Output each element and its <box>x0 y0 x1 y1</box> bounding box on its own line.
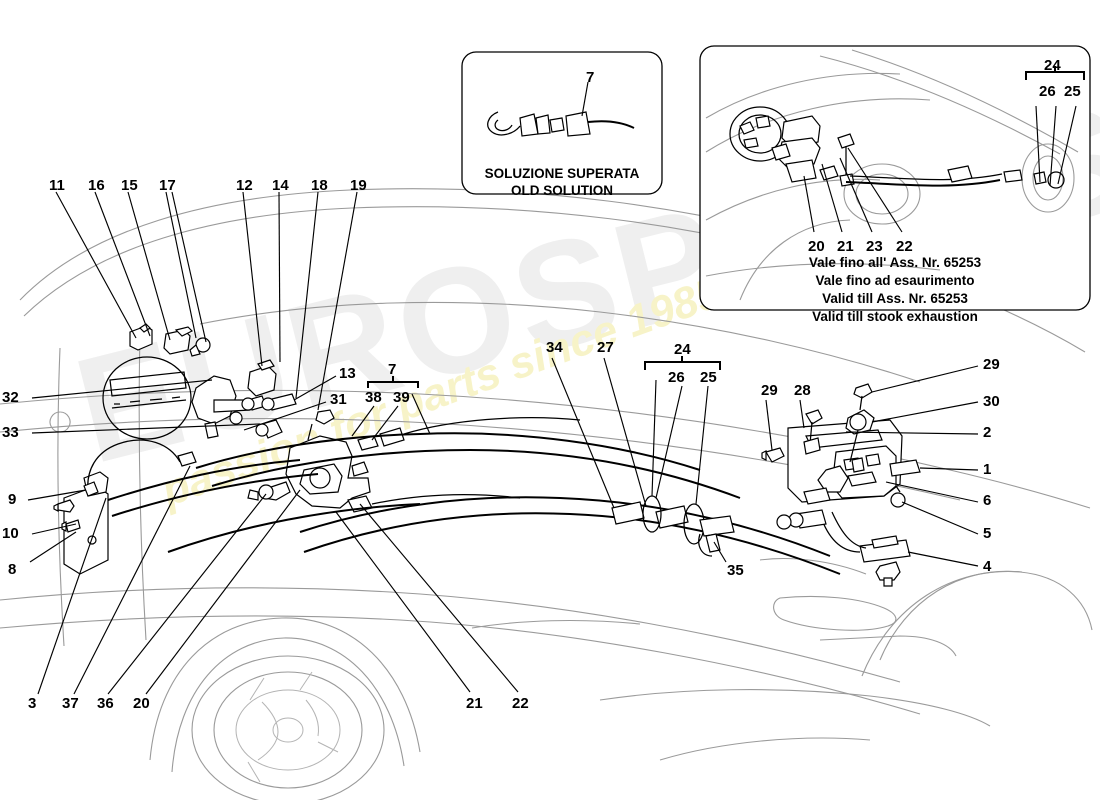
bracket-label-24: 24 <box>674 341 691 358</box>
callout-20-bottom: 20 <box>133 695 150 712</box>
callout-6: 6 <box>983 492 992 509</box>
callout-22-bottom: 22 <box>512 695 529 712</box>
inset-valid-till <box>699 45 1091 311</box>
callout-3: 3 <box>28 695 37 712</box>
callout-8: 8 <box>8 561 17 578</box>
inset-old-solution <box>461 51 663 195</box>
callout-37: 37 <box>62 695 79 712</box>
bracket-label-7: 7 <box>388 361 397 378</box>
callout-36: 36 <box>97 695 114 712</box>
callout-18: 18 <box>311 177 328 194</box>
callout-34: 34 <box>546 339 563 356</box>
inset-bracket-label-26: 26 <box>1039 83 1056 100</box>
inset-callout-20: 20 <box>808 238 825 255</box>
callout-11: 11 <box>49 177 65 194</box>
callout-10: 10 <box>2 525 19 542</box>
bracket-label-25: 25 <box>700 369 717 386</box>
leader-lines <box>27 191 979 695</box>
control-cables <box>107 432 841 575</box>
callout-13: 13 <box>339 365 356 382</box>
inset-callout-7: 7 <box>586 69 595 86</box>
side-latch-assembly <box>53 439 197 575</box>
inset-callout-22: 22 <box>896 238 913 255</box>
callout-1: 1 <box>983 461 992 478</box>
callout-4: 4 <box>983 558 992 575</box>
inset-old-solution-caption-en: OLD SOLUTION <box>511 183 613 198</box>
inset-callout-23: 23 <box>866 238 883 255</box>
valid-note-line-1: Vale fino all' Ass. Nr. 65253 <box>808 255 982 270</box>
callout-14: 14 <box>272 177 289 194</box>
inset-old-solution-caption-it: SOLUZIONE SUPERATA <box>484 166 640 181</box>
valid-note-line-2: Vale fino ad esaurimento <box>815 273 975 288</box>
callout-19: 19 <box>350 177 367 194</box>
inset-bracket-label-24: 24 <box>1044 57 1061 74</box>
bracket-7-38-39 <box>367 376 419 388</box>
callout-31: 31 <box>330 391 347 408</box>
bracket-label-38: 38 <box>365 389 382 406</box>
callout-17: 17 <box>159 177 176 194</box>
callout-5: 5 <box>983 525 992 542</box>
callout-16: 16 <box>88 177 105 194</box>
valid-note-line-3: Valid till Ass. Nr. 65253 <box>822 291 968 306</box>
callout-9: 9 <box>8 491 17 508</box>
bracket-24-26-25 <box>644 356 721 370</box>
callout-28: 28 <box>794 382 811 399</box>
engine-lid-lock-assembly <box>761 383 921 587</box>
fuel-flap-assembly <box>102 323 251 440</box>
callout-29-right: 29 <box>983 356 1000 373</box>
callout-27: 27 <box>597 339 614 356</box>
inset-bracket-label-25: 25 <box>1064 83 1081 100</box>
bracket-label-26: 26 <box>668 369 685 386</box>
callout-15: 15 <box>121 177 138 194</box>
valid-note-line-4: Valid till stook exhaustion <box>812 309 978 324</box>
callout-33: 33 <box>2 424 19 441</box>
callout-35: 35 <box>727 562 744 579</box>
inset-callout-21: 21 <box>837 238 854 255</box>
callout-32: 32 <box>2 389 19 406</box>
callout-29-left: 29 <box>761 382 778 399</box>
callout-21-bottom: 21 <box>466 695 483 712</box>
callout-30: 30 <box>983 393 1000 410</box>
callout-12: 12 <box>236 177 253 194</box>
bracket-label-39: 39 <box>393 389 410 406</box>
callout-2: 2 <box>983 424 992 441</box>
